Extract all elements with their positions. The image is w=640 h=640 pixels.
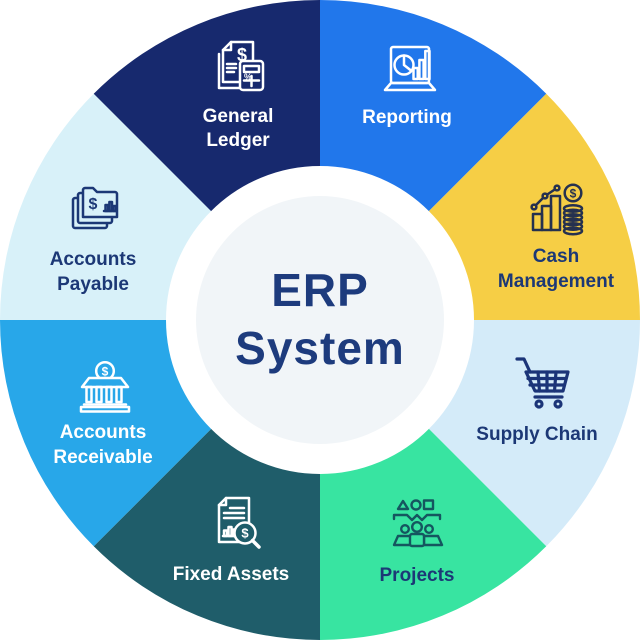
label-gl-line1: General <box>203 106 274 127</box>
label-supply-chain: Supply Chain <box>476 424 597 445</box>
label-ar-line1: Accounts <box>60 422 147 443</box>
percent-glyph: % <box>244 72 252 82</box>
invoice-stack-icon: $ <box>71 186 119 230</box>
segment-general-ledger <box>93 0 320 212</box>
label-ap-line2: Payable <box>57 274 129 295</box>
team-shapes-icon <box>392 499 444 548</box>
dollar-glyph: $ <box>102 365 109 379</box>
label-gl-line2: Ledger <box>206 130 270 151</box>
label-reporting: Reporting <box>362 107 452 128</box>
label-cash-line2: Management <box>498 271 615 292</box>
dollar-glyph: $ <box>570 187 577 201</box>
shopping-cart-icon <box>515 357 570 409</box>
segment-projects <box>320 428 547 640</box>
dollar-glyph: $ <box>237 45 247 65</box>
dollar-glyph: $ <box>241 526 249 541</box>
label-ar-line2: Receivable <box>53 447 152 468</box>
cash-growth-coins-icon: $ <box>530 183 584 236</box>
center-title-line1: ERP <box>271 264 369 316</box>
laptop-analytics-icon <box>383 45 437 92</box>
segment-accounts-receivable <box>0 320 212 547</box>
center-title-line2: System <box>235 322 405 374</box>
label-ap-line1: Accounts <box>50 249 137 270</box>
segment-fixed-assets <box>93 428 320 640</box>
segment-supply-chain <box>428 320 640 547</box>
ledger-calculator-icon: $ % <box>217 40 265 92</box>
segment-reporting <box>320 0 547 212</box>
label-projects: Projects <box>380 565 455 586</box>
center-circle <box>196 196 444 444</box>
bank-dollar-icon: $ <box>79 360 131 413</box>
label-cash-line1: Cash <box>533 246 579 267</box>
document-magnifier-icon: $ <box>217 496 261 549</box>
dollar-glyph: $ <box>89 196 98 213</box>
label-fixed-assets: Fixed Assets <box>173 564 290 585</box>
